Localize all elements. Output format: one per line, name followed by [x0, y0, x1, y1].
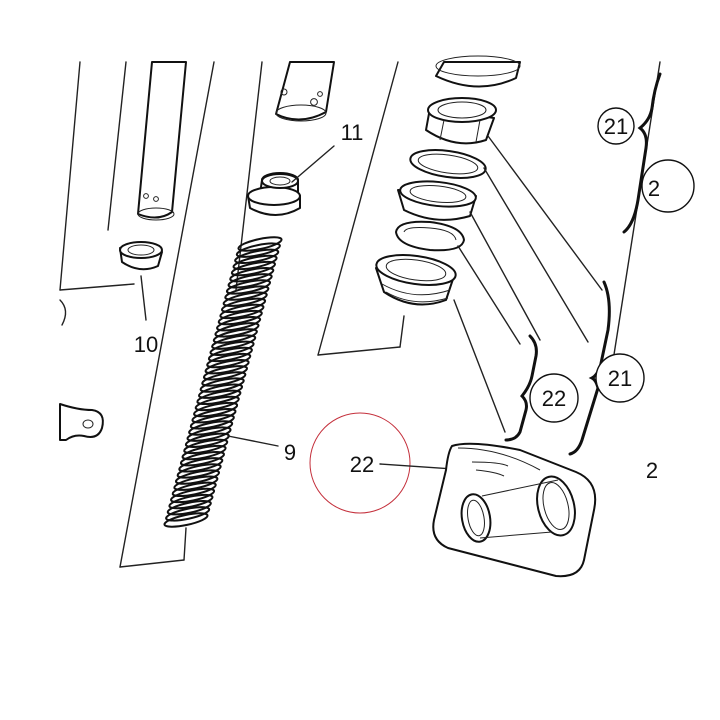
spring-coil [188, 420, 234, 436]
top-bushing [425, 97, 497, 145]
spring-9 [163, 236, 283, 561]
spring-coil [165, 506, 211, 522]
label-part-11: 11 [341, 120, 364, 145]
spring-coil [222, 291, 268, 307]
spring-coil [196, 389, 242, 406]
callout-circle-22 [529, 373, 579, 423]
spring-coil [189, 414, 235, 430]
callout-circle-partial [641, 159, 695, 213]
label-part-22-highlight: 22 [350, 452, 374, 477]
label-partial-top-right: 2 [648, 176, 660, 201]
spring-coil [237, 236, 283, 252]
spring-coil [170, 487, 216, 504]
spring-coil [235, 242, 281, 258]
washer-ring [409, 149, 487, 179]
spring-coil [202, 365, 249, 381]
spring-coil [191, 408, 237, 424]
spring-coil [229, 266, 275, 283]
spring-coil [224, 285, 270, 301]
spring-coil [186, 426, 232, 442]
fork-bottom-block [432, 442, 597, 578]
spring-coil [163, 512, 209, 528]
lower-bushing [397, 180, 477, 221]
spring-coil [176, 463, 222, 479]
spring-coil [221, 297, 267, 314]
label-part-10: 10 [134, 332, 158, 357]
partial-part-left-top [59, 299, 67, 326]
label-part-21-right: 21 [608, 366, 632, 391]
spring-coil [171, 481, 217, 498]
spring-coil [219, 303, 265, 320]
oil-seal [375, 254, 457, 348]
spring-coil [173, 475, 219, 491]
spring-coil [211, 334, 257, 350]
brace-top-right [622, 72, 662, 234]
spring-coil [216, 316, 262, 332]
partial-part-left-bracket [59, 403, 104, 441]
label-partial-right: 2 [646, 458, 658, 483]
spring-coil [194, 395, 240, 412]
label-part-21-top: 21 [604, 114, 628, 139]
spring-coil [183, 438, 229, 455]
callout-circle-21-top [597, 107, 635, 145]
spring-coil [209, 340, 255, 356]
spring-coil [225, 279, 272, 295]
spring-coil [204, 358, 250, 375]
split-ring [395, 220, 465, 252]
spring-coil [230, 260, 276, 277]
label-part-9: 9 [284, 440, 296, 465]
spring-coil [227, 273, 273, 289]
brace-group-21 [568, 280, 611, 456]
spring-coil [214, 322, 260, 338]
bushing-10 [119, 241, 163, 321]
guide-bushing-11 [247, 145, 335, 216]
spring-coil [232, 254, 278, 271]
highlight-ring [309, 412, 411, 514]
fork-tube-left [137, 61, 187, 221]
spring-coil [193, 401, 239, 418]
label-part-22-circle: 22 [542, 386, 566, 411]
callout-circle-21-right [595, 353, 645, 403]
upper-tube-right [435, 55, 521, 88]
spring-coil [168, 493, 214, 510]
spring-coil [199, 377, 245, 393]
spring-coil [212, 328, 258, 344]
guide-lines [59, 61, 661, 568]
spring-coil [234, 248, 280, 264]
spring-coil [179, 450, 225, 467]
spring-coil [181, 444, 227, 461]
damper-rod [275, 61, 335, 122]
spring-coil [178, 457, 224, 473]
spring-coil [201, 371, 247, 387]
spring-coil [197, 383, 244, 399]
spring-coil [174, 469, 221, 485]
spring-coil [217, 309, 263, 326]
spring-coil [166, 500, 212, 516]
spring-coil [206, 352, 252, 369]
leader-lines [453, 135, 603, 433]
spring-coil [207, 346, 253, 363]
spring-leader-line [183, 527, 187, 561]
brace-group-22 [504, 334, 538, 442]
